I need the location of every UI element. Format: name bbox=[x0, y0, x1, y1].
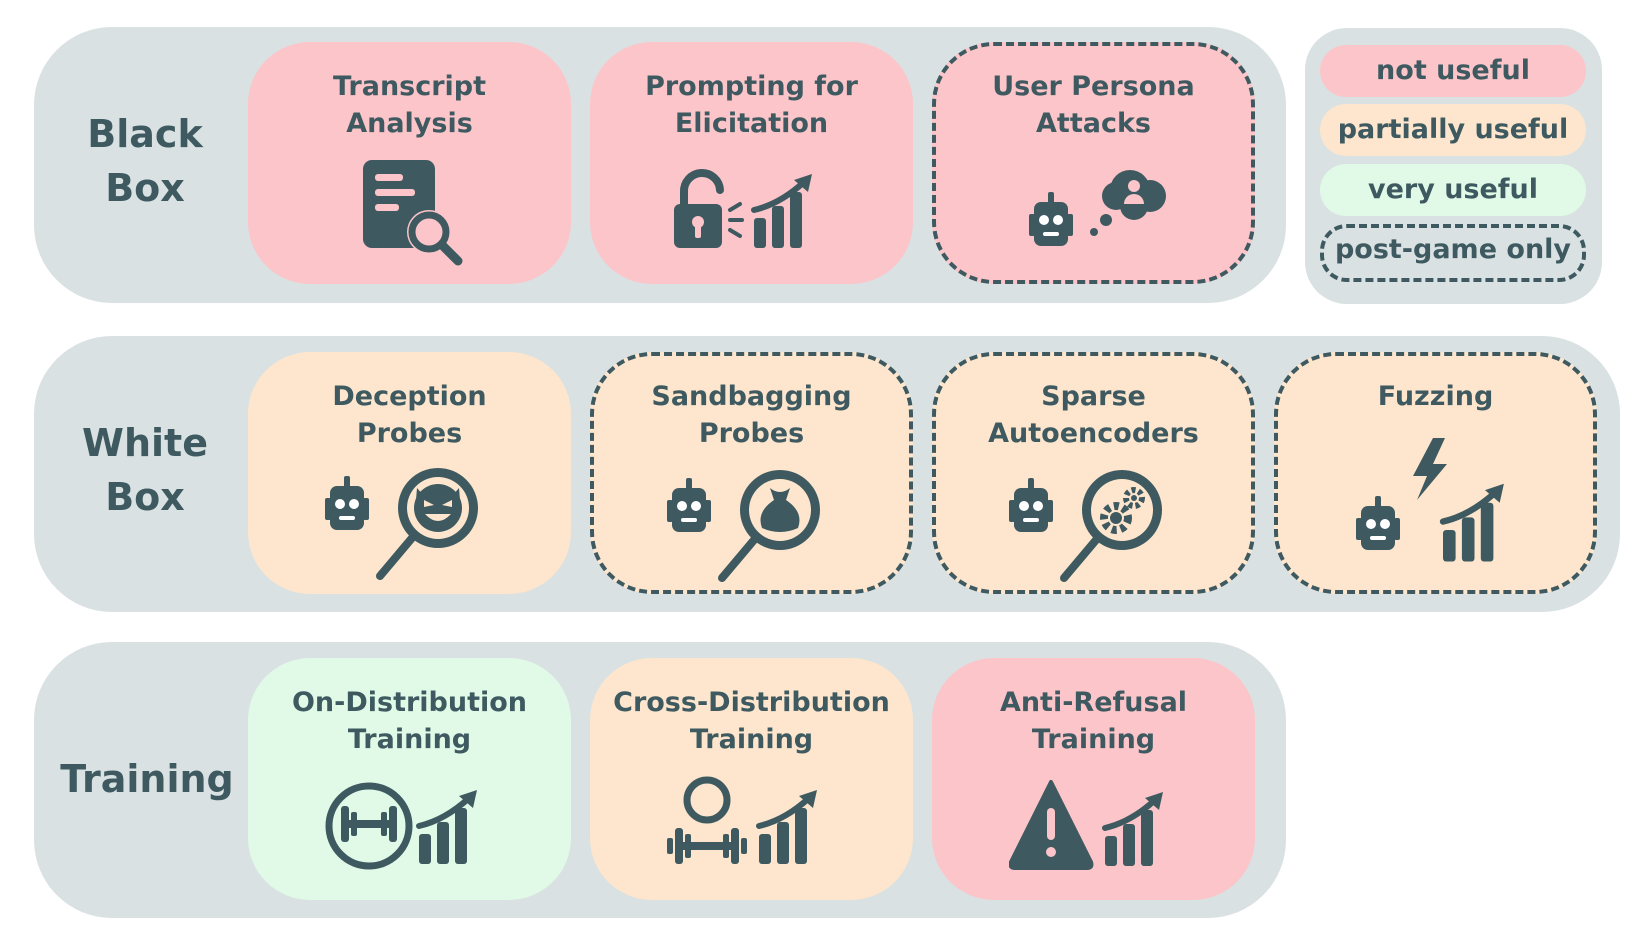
person-dumbbell-growth-icon bbox=[666, 776, 837, 876]
card-title: Transcript Analysis bbox=[332, 71, 487, 139]
card-on-distribution-training: On-Distribution Training bbox=[248, 658, 571, 900]
card-title: Anti-Refusal Training bbox=[999, 687, 1188, 755]
card-sandbagging-probes: Sandbagging Probes bbox=[590, 352, 913, 594]
document-search-icon bbox=[362, 160, 462, 266]
card-transcript-analysis: Transcript Analysis bbox=[248, 42, 571, 284]
card-anti-refusal-training: Anti-Refusal Training bbox=[932, 658, 1255, 900]
card-deception-probes: Deception Probes bbox=[248, 352, 571, 594]
card-cross-distribution-training: Cross-Distribution Training bbox=[590, 658, 913, 900]
robot-gears-magnifier-icon bbox=[1008, 470, 1162, 582]
legend-post-game-only: post-game only bbox=[1320, 224, 1586, 282]
dumbbell-circle-growth-icon bbox=[325, 782, 495, 870]
card-sparse-autoencoders: Sparse Autoencoders bbox=[932, 352, 1255, 594]
card-fuzzing: Fuzzing bbox=[1274, 352, 1597, 594]
card-title: Sandbagging Probes bbox=[651, 381, 852, 449]
card-title: Deception Probes bbox=[332, 381, 487, 449]
robot-lightning-growth-icon bbox=[1355, 438, 1521, 578]
robot-devil-magnifier-icon bbox=[324, 468, 478, 580]
row-label-training: Training bbox=[60, 757, 234, 801]
robot-thought-icon bbox=[1028, 170, 1166, 246]
row-label-white-box: White Box bbox=[82, 421, 208, 519]
card-user-persona-attacks: User Persona Attacks bbox=[932, 42, 1255, 284]
row-label-black-box: Black Box bbox=[87, 112, 203, 210]
legend-not-useful: not useful bbox=[1320, 45, 1586, 97]
card-prompting-for-elicitation: Prompting for Elicitation bbox=[590, 42, 913, 284]
card-title: Prompting for Elicitation bbox=[645, 71, 858, 139]
card-title: Fuzzing bbox=[1377, 381, 1494, 412]
card-title: User Persona Attacks bbox=[992, 71, 1195, 139]
legend-very-useful: very useful bbox=[1320, 164, 1586, 216]
unlock-growth-icon bbox=[673, 168, 832, 262]
warning-growth-icon bbox=[1008, 780, 1179, 870]
card-title: On-Distribution Training bbox=[291, 687, 528, 755]
card-title: Cross-Distribution Training bbox=[613, 687, 890, 755]
legend-partially-useful: partially useful bbox=[1320, 104, 1586, 156]
robot-moneybag-magnifier-icon bbox=[666, 470, 820, 582]
card-title: Sparse Autoencoders bbox=[988, 381, 1199, 449]
legend: not useful partially useful very useful … bbox=[1305, 28, 1602, 304]
